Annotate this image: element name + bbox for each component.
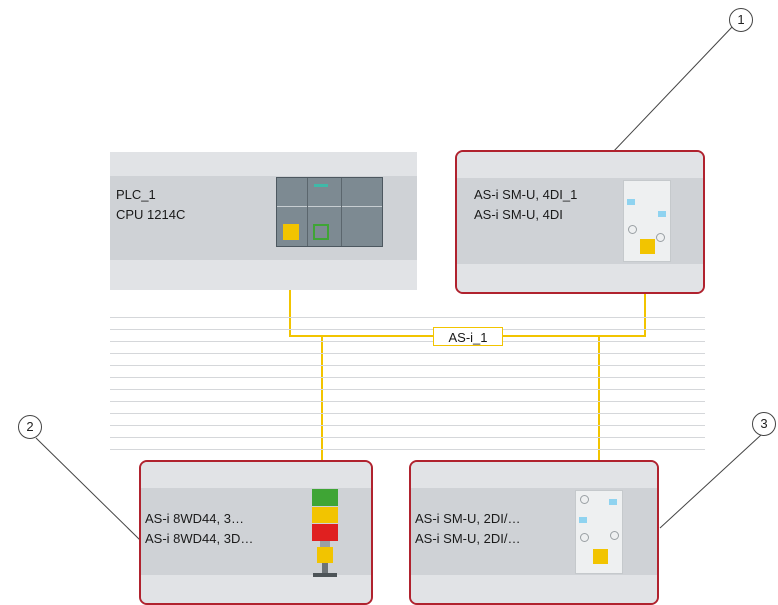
- asi-slave-1[interactable]: AS-i SM-U, 4DI_1 AS-i SM-U, 4DI: [455, 150, 705, 294]
- callout-2: 2: [18, 415, 42, 439]
- callout-2-leader: [35, 437, 141, 541]
- asi-port-icon[interactable]: [317, 547, 333, 563]
- callout-3: 3: [752, 412, 776, 436]
- asi-network-label[interactable]: AS-i_1: [433, 327, 503, 346]
- asi-slave-2[interactable]: AS-i 8WD44, 3… AS-i 8WD44, 3D…: [139, 460, 373, 605]
- slave1-type: AS-i SM-U, 4DI: [474, 207, 563, 222]
- signal-tower-icon: [310, 489, 340, 579]
- asi-port-icon[interactable]: [593, 549, 608, 564]
- callout-3-leader: [659, 434, 762, 529]
- network-view-gridlines: [110, 317, 705, 450]
- plc-type: CPU 1214C: [116, 207, 186, 222]
- slave1-name: AS-i SM-U, 4DI_1: [474, 187, 578, 202]
- asi-port-icon[interactable]: [640, 239, 655, 254]
- slave3-module-image: [575, 490, 623, 574]
- asi-port-icon[interactable]: [283, 224, 299, 240]
- cpu-module-image: [276, 177, 383, 247]
- profinet-port-icon[interactable]: [313, 224, 329, 240]
- callout-1-leader: [611, 25, 734, 154]
- asi-slave-3[interactable]: AS-i SM-U, 2DI/… AS-i SM-U, 2DI/…: [409, 460, 659, 605]
- slave2-type: AS-i 8WD44, 3D…: [145, 531, 254, 546]
- plc-device[interactable]: PLC_1 CPU 1214C: [110, 152, 417, 290]
- slave3-type: AS-i SM-U, 2DI/…: [415, 531, 521, 546]
- slave1-module-image: [623, 180, 671, 262]
- callout-1: 1: [729, 8, 753, 32]
- plc-name: PLC_1: [116, 187, 156, 202]
- slave3-name: AS-i SM-U, 2DI/…: [415, 511, 521, 526]
- slave2-name: AS-i 8WD44, 3…: [145, 511, 244, 526]
